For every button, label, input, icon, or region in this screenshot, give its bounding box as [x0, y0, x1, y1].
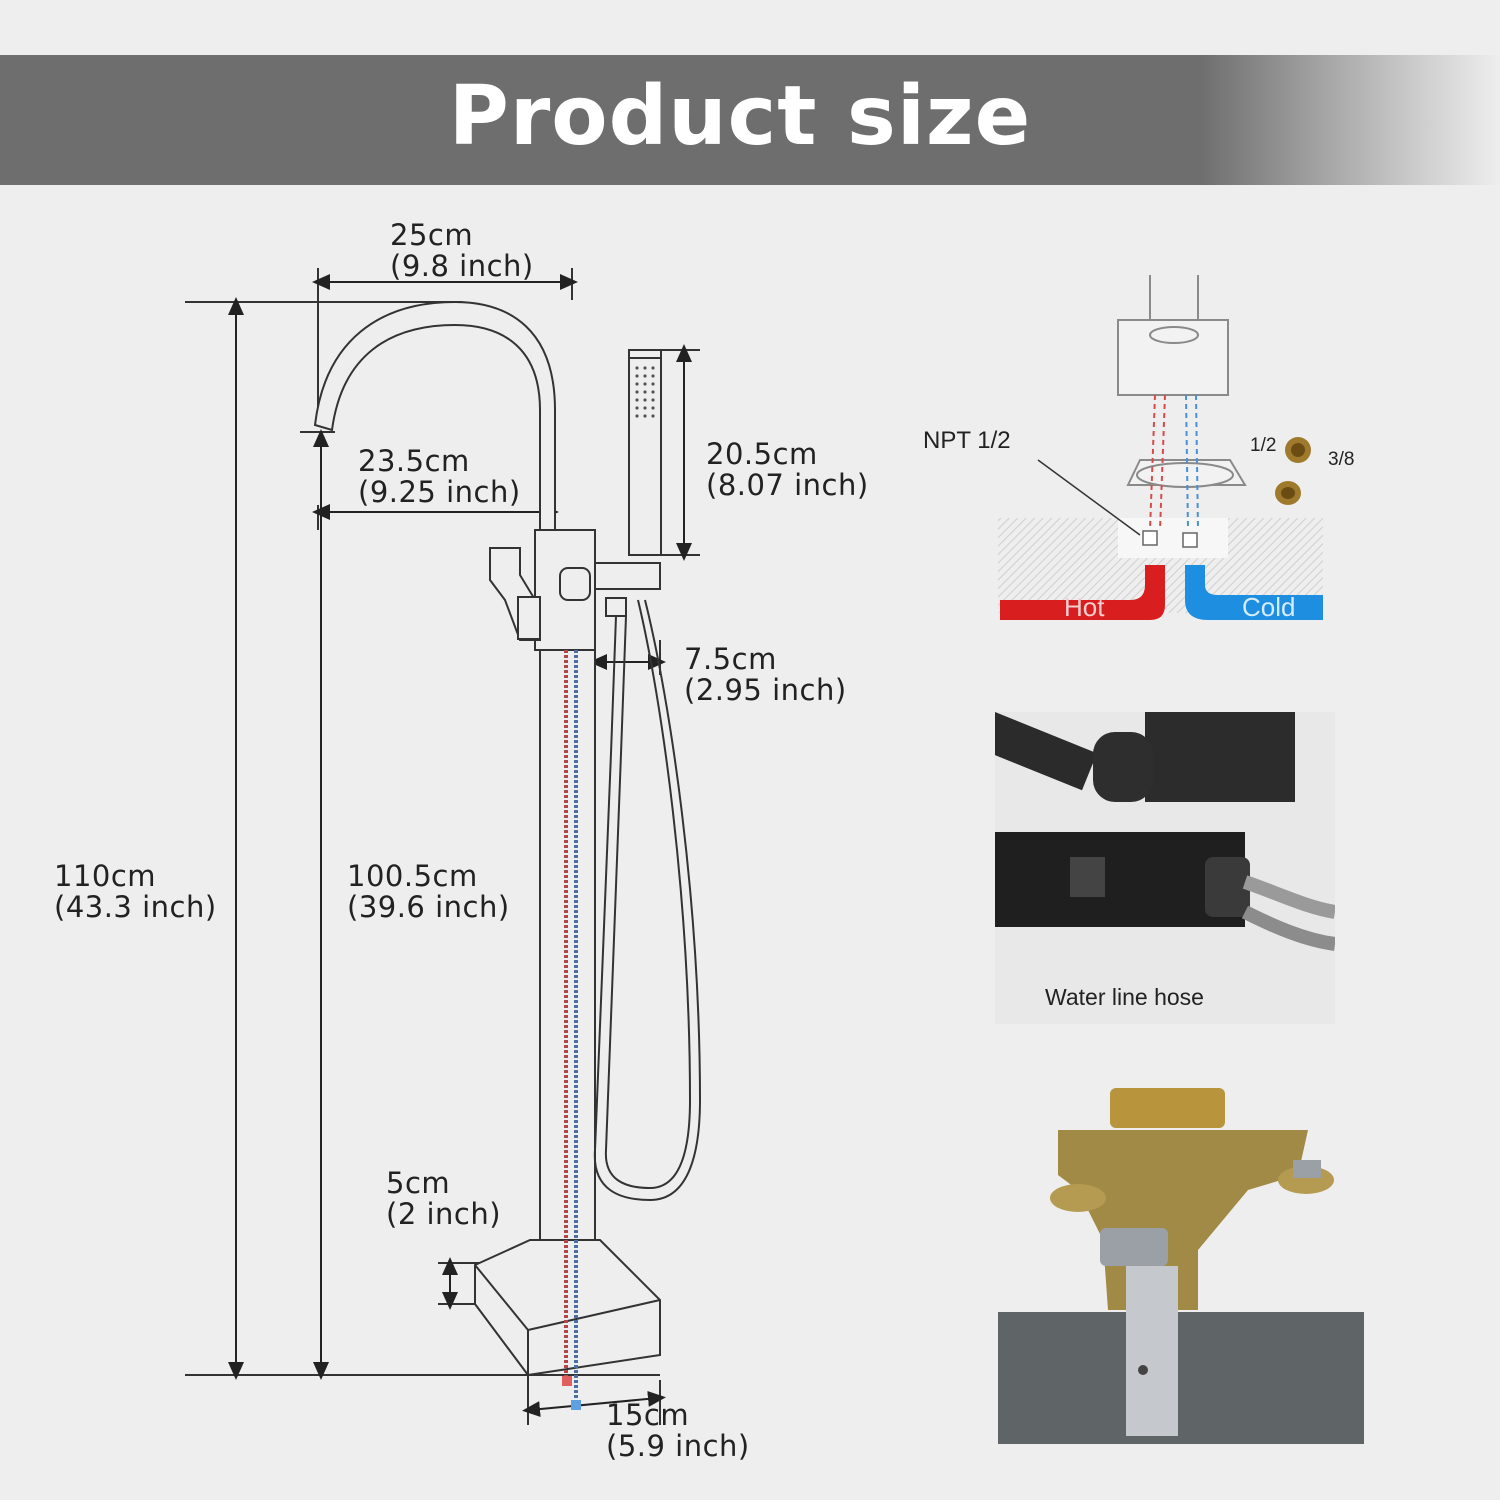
- anchor-pin: [1126, 1266, 1178, 1436]
- dim-inch: (9.25 inch): [358, 475, 521, 509]
- hose-caption: Water line hose: [1045, 984, 1204, 1010]
- dim-cm: 20.5cm: [706, 437, 818, 471]
- hex-bolt: [1100, 1228, 1168, 1266]
- brass-adapters: [1275, 437, 1311, 505]
- dim-handshower-length: 20.5cm (8.07 inch): [706, 439, 869, 501]
- dim-cm: 25cm: [390, 218, 474, 252]
- brass-bracket: [1058, 1130, 1308, 1310]
- diverter-knob-photo: [1093, 732, 1153, 802]
- adapter-size-small: 1/2: [1250, 435, 1277, 456]
- dim-inch: (43.3 inch): [54, 890, 217, 924]
- spray-holes: [635, 366, 655, 418]
- dim-inch: (8.07 inch): [706, 468, 869, 502]
- valve-bar: [995, 832, 1245, 927]
- title-banner: Product size: [0, 55, 1500, 185]
- dim-inch: (39.6 inch): [347, 890, 510, 924]
- mounting-photo: [998, 1080, 1364, 1444]
- dim-cm: 7.5cm: [684, 642, 777, 676]
- hose-connector: [605, 597, 627, 617]
- cold-label: Cold: [1242, 592, 1296, 622]
- dim-cm: 5cm: [386, 1166, 451, 1200]
- dim-holder-offset: 7.5cm (2.95 inch): [684, 644, 847, 706]
- hot-label: Hot: [1064, 592, 1105, 622]
- dim-inch: (5.9 inch): [606, 1429, 750, 1463]
- dim-spout-reach: 23.5cm (9.25 inch): [358, 446, 521, 508]
- dim-cm: 23.5cm: [358, 444, 470, 478]
- brass-thread: [1110, 1088, 1225, 1128]
- cold-pipe: [1185, 565, 1323, 620]
- dim-inch: (9.8 inch): [390, 249, 534, 283]
- dim-cm: 100.5cm: [347, 859, 478, 893]
- dim-spout-height: 100.5cm (39.6 inch): [347, 861, 510, 923]
- dim-cm: 110cm: [54, 859, 157, 893]
- adapter-size-large: 3/8: [1328, 449, 1355, 470]
- dimension-arrow-15cm: [522, 1390, 666, 1418]
- faucet-bracket: [1145, 712, 1295, 802]
- hand-shower: [628, 349, 662, 556]
- dim-cm: 15cm: [606, 1398, 690, 1432]
- hot-fitting: [562, 1376, 572, 1386]
- dim-base-width: 15cm (5.9 inch): [606, 1400, 750, 1462]
- dim-total-height: 110cm (43.3 inch): [54, 861, 217, 923]
- page-title: Product size: [448, 69, 1032, 164]
- valve-block: [1117, 319, 1229, 396]
- dim-base-height: 5cm (2 inch): [386, 1168, 501, 1230]
- holder-arm: [594, 562, 661, 590]
- dim-inch: (2 inch): [386, 1197, 502, 1231]
- diverter-knob: [559, 567, 591, 601]
- dim-inch: (2.95 inch): [684, 673, 847, 707]
- dim-spout-width: 25cm (9.8 inch): [390, 220, 534, 282]
- spout: [313, 300, 556, 531]
- cold-fitting: [571, 1400, 581, 1410]
- floor-slab: [998, 1312, 1364, 1444]
- braided-hose: [1242, 875, 1335, 919]
- hot-pipe: [1000, 565, 1165, 620]
- hose-photo: Water line hose: [995, 712, 1335, 1024]
- npt-label: NPT 1/2: [923, 427, 1011, 454]
- installation-diagram: NPT 1/2 1/2 3/8 Hot Cold: [923, 265, 1354, 625]
- shower-hose: [593, 599, 702, 1202]
